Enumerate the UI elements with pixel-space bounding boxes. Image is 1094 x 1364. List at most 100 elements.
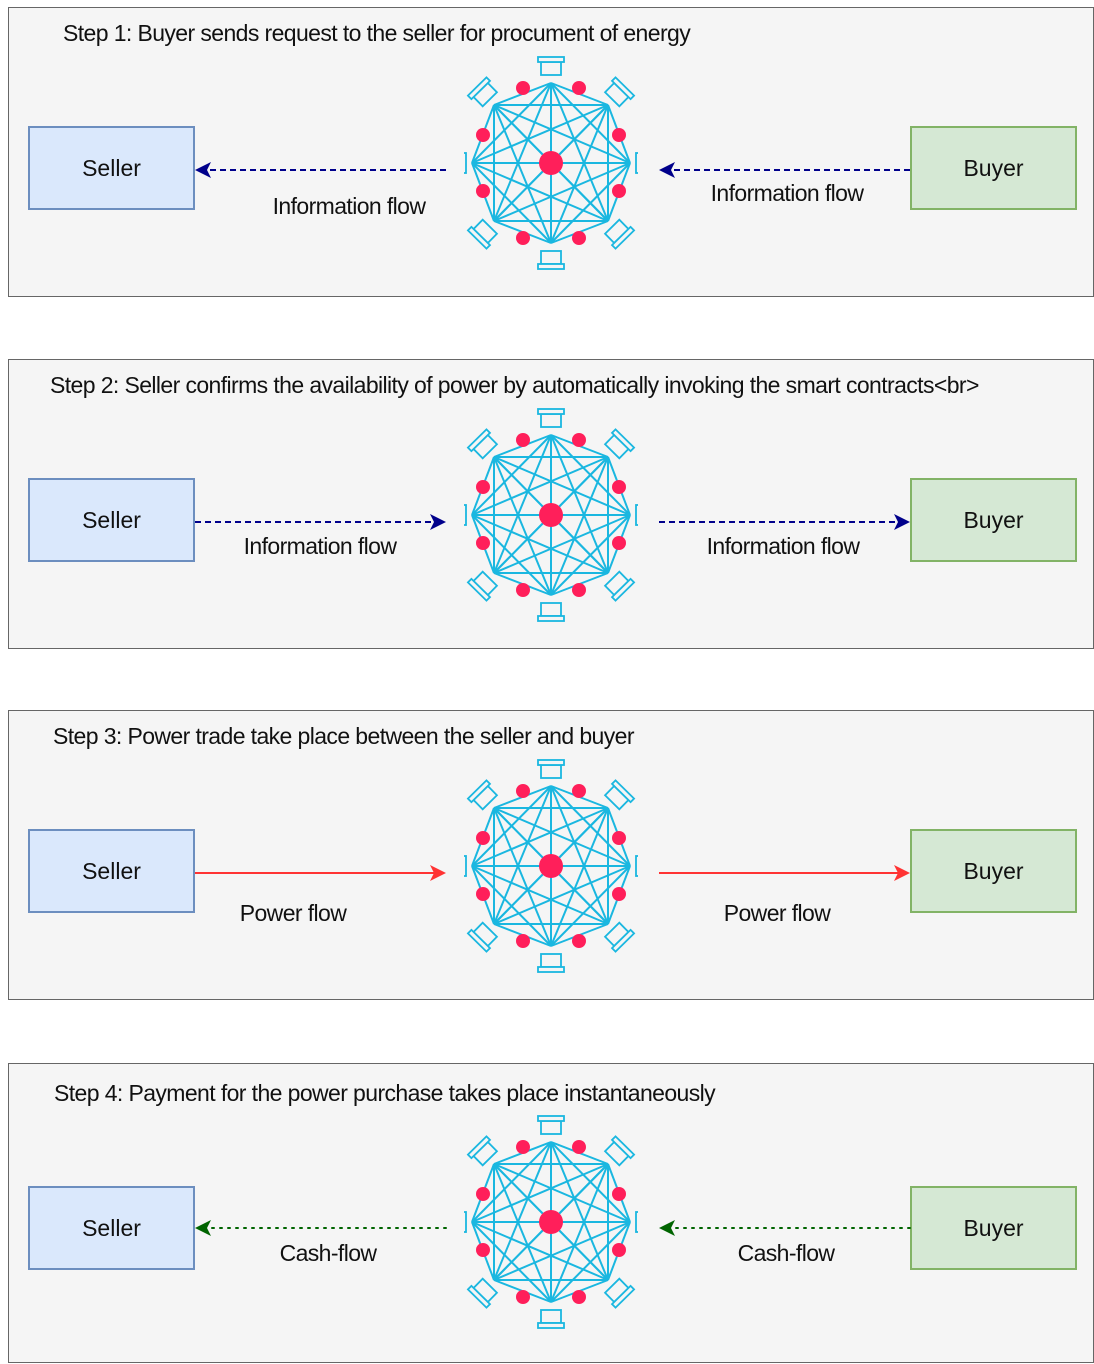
step-2-panel: Step 2: Seller confirms the availability… bbox=[8, 359, 1094, 649]
ledger-node bbox=[476, 1187, 490, 1201]
ledger-node bbox=[516, 583, 530, 597]
computer-terminal-icon bbox=[466, 428, 499, 460]
computer-terminal-icon bbox=[466, 779, 499, 811]
ledger-node bbox=[572, 433, 586, 447]
step-3-title: Step 3: Power trade take place between t… bbox=[53, 723, 634, 749]
ledger-node bbox=[476, 536, 490, 550]
ledger-node bbox=[572, 934, 586, 948]
computer-terminal-icon bbox=[603, 76, 636, 108]
seller-node: Seller bbox=[28, 1186, 195, 1270]
computer-terminal-icon bbox=[537, 408, 565, 428]
computer-terminal-icon bbox=[537, 953, 565, 973]
ledger-node bbox=[572, 231, 586, 245]
blockchain-network-icon bbox=[464, 1115, 638, 1329]
arrowhead-right bbox=[894, 865, 910, 881]
step-1-title: Step 1: Buyer sends request to the selle… bbox=[63, 20, 691, 46]
right-flow-label: Power flow bbox=[723, 900, 831, 926]
computer-terminal-icon bbox=[603, 779, 636, 811]
buyer-node: Buyer bbox=[910, 126, 1077, 210]
ledger-node bbox=[516, 1140, 530, 1154]
blockchain-network-icon bbox=[464, 759, 638, 973]
flow-arrows bbox=[195, 1220, 911, 1236]
left-flow-label: Information flow bbox=[272, 193, 426, 219]
computer-terminal-icon bbox=[603, 218, 636, 250]
ledger-node bbox=[516, 1290, 530, 1304]
computer-terminal-icon bbox=[635, 855, 638, 877]
ledger-node bbox=[572, 81, 586, 95]
ledger-node bbox=[516, 433, 530, 447]
arrowhead-left bbox=[430, 514, 446, 530]
ledger-node bbox=[612, 480, 626, 494]
buyer-node: Buyer bbox=[910, 478, 1077, 562]
arrowhead-left bbox=[430, 865, 446, 881]
computer-terminal-icon bbox=[466, 76, 499, 108]
computer-terminal-icon bbox=[464, 1211, 467, 1233]
ledger-node bbox=[572, 583, 586, 597]
computer-terminal-icon bbox=[603, 1277, 636, 1309]
seller-node: Seller bbox=[28, 478, 195, 562]
ledger-node bbox=[612, 831, 626, 845]
computer-terminal-icon bbox=[466, 1135, 499, 1167]
step-2-title: Step 2: Seller confirms the availability… bbox=[50, 372, 979, 398]
ledger-node bbox=[612, 1187, 626, 1201]
step-4-title: Step 4: Payment for the power purchase t… bbox=[54, 1080, 716, 1106]
computer-terminal-icon bbox=[635, 504, 638, 526]
flow-arrows bbox=[195, 162, 910, 178]
computer-terminal-icon bbox=[537, 602, 565, 622]
computer-terminal-icon bbox=[603, 1135, 636, 1167]
computer-terminal-icon bbox=[537, 759, 565, 779]
ledger-node bbox=[516, 81, 530, 95]
ledger-node bbox=[516, 784, 530, 798]
left-flow-label: Cash-flow bbox=[279, 1240, 377, 1266]
flow-arrows bbox=[195, 865, 910, 881]
ledger-node bbox=[572, 784, 586, 798]
step-1-panel: Step 1: Buyer sends request to the selle… bbox=[8, 7, 1094, 297]
computer-terminal-icon bbox=[464, 152, 467, 174]
ledger-node bbox=[612, 536, 626, 550]
blockchain-network-icon bbox=[464, 408, 638, 622]
buyer-node: Buyer bbox=[910, 829, 1077, 913]
ledger-node bbox=[612, 887, 626, 901]
computer-terminal-icon bbox=[603, 428, 636, 460]
computer-terminal-icon bbox=[537, 250, 565, 270]
ledger-node bbox=[476, 887, 490, 901]
central-node bbox=[539, 1210, 563, 1234]
ledger-node bbox=[476, 128, 490, 142]
ledger-node bbox=[612, 184, 626, 198]
ledger-node bbox=[476, 1243, 490, 1257]
computer-terminal-icon bbox=[464, 504, 467, 526]
computer-terminal-icon bbox=[466, 570, 499, 602]
computer-terminal-icon bbox=[635, 1211, 638, 1233]
arrowhead-left bbox=[195, 1220, 211, 1236]
computer-terminal-icon bbox=[537, 1115, 565, 1135]
central-node bbox=[539, 151, 563, 175]
ledger-node bbox=[612, 128, 626, 142]
seller-node: Seller bbox=[28, 126, 195, 210]
ledger-node bbox=[476, 480, 490, 494]
computer-terminal-icon bbox=[466, 1277, 499, 1309]
arrowhead-left bbox=[195, 162, 211, 178]
ledger-node bbox=[612, 1243, 626, 1257]
arrowhead-right bbox=[659, 1220, 675, 1236]
left-flow-label: Information flow bbox=[243, 533, 397, 559]
arrowhead-right bbox=[659, 162, 675, 178]
ledger-node bbox=[476, 184, 490, 198]
computer-terminal-icon bbox=[635, 152, 638, 174]
computer-terminal-icon bbox=[537, 56, 565, 76]
network-mesh bbox=[471, 82, 631, 244]
computer-terminal-icon bbox=[603, 570, 636, 602]
ledger-node bbox=[516, 934, 530, 948]
computer-terminal-icon bbox=[466, 218, 499, 250]
computer-terminal-icon bbox=[466, 921, 499, 953]
central-node bbox=[539, 854, 563, 878]
computer-terminal-icon bbox=[464, 855, 467, 877]
step-3-panel: Step 3: Power trade take place between t… bbox=[8, 710, 1094, 1000]
right-flow-label: Information flow bbox=[710, 180, 864, 206]
right-flow-label: Cash-flow bbox=[737, 1240, 835, 1266]
central-node bbox=[539, 503, 563, 527]
buyer-node: Buyer bbox=[910, 1186, 1077, 1270]
step-4-panel: Step 4: Payment for the power purchase t… bbox=[8, 1063, 1094, 1363]
ledger-node bbox=[572, 1290, 586, 1304]
ledger-node bbox=[516, 231, 530, 245]
ledger-node bbox=[476, 831, 490, 845]
